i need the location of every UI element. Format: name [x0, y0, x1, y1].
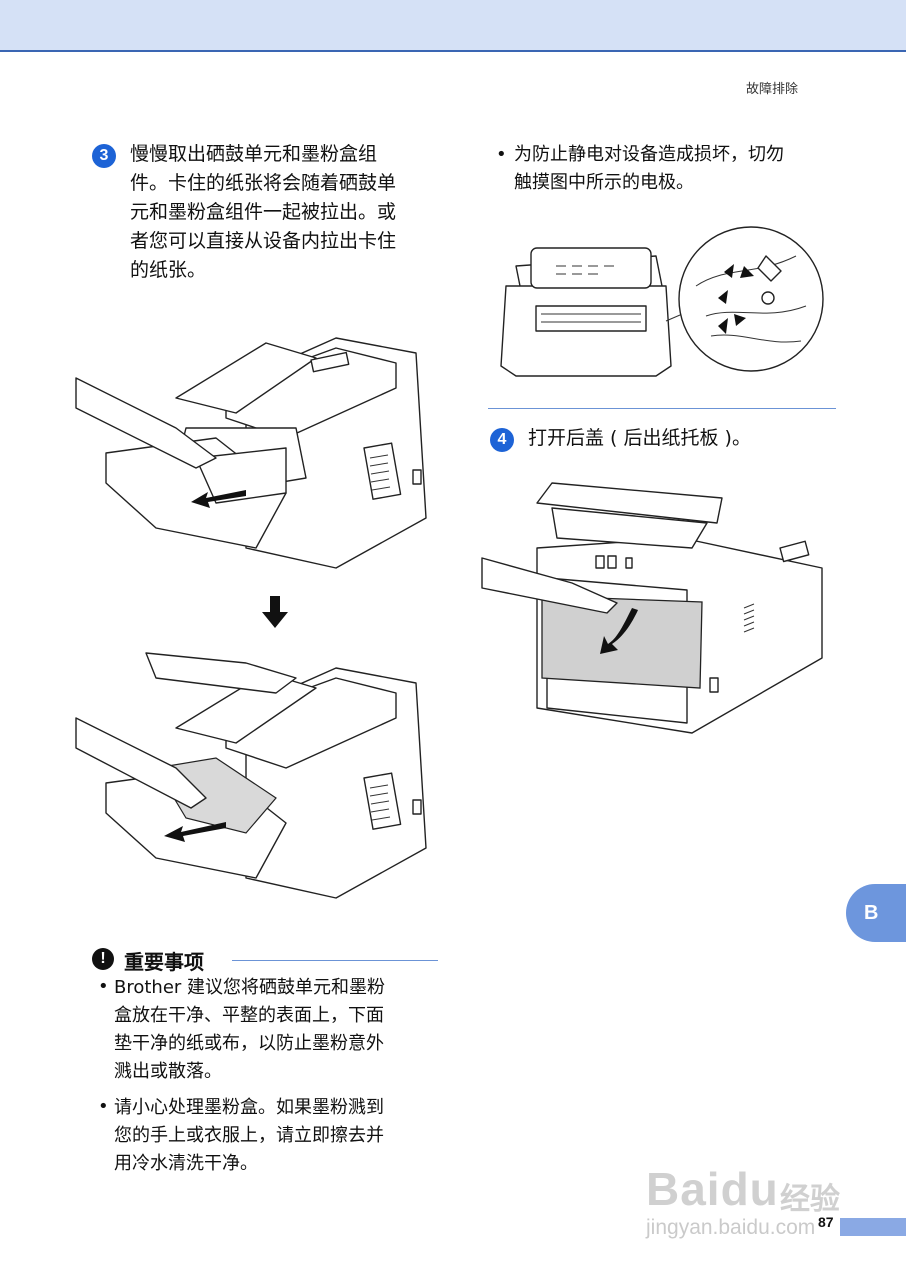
step-3-line: 的纸张。: [130, 259, 207, 281]
page-number: 87: [818, 1214, 834, 1230]
step-3-line: 元和墨粉盒组件一起被拉出。或: [130, 201, 397, 223]
important-line: Brother 建议您将硒鼓单元和墨粉: [114, 977, 386, 998]
step-3-line: 件。卡住的纸张将会随着硒鼓单: [130, 172, 397, 194]
down-arrow-icon: [262, 596, 288, 628]
drum-removal-illustration-1: [75, 337, 427, 569]
baidu-watermark: Baidu 经验 jingyan.baidu.com: [638, 1150, 878, 1260]
watermark-brand: Baidu: [646, 1163, 779, 1215]
important-line: 溅出或散落。: [114, 1061, 222, 1082]
header-band: [0, 0, 906, 52]
static-note-line: 触摸图中所示的电极。: [514, 172, 694, 193]
important-title: 重要事项: [124, 950, 204, 974]
important-item-1: Brother 建议您将硒鼓单元和墨粉 盒放在干净、平整的表面上，下面 垫干净的…: [114, 974, 385, 1086]
step-3-line: 者您可以直接从设备内拉出卡住: [130, 230, 397, 252]
step-4-badge: 4: [490, 428, 514, 452]
important-line: 您的手上或衣服上，请立即擦去并: [114, 1125, 384, 1146]
step-4-text: 打开后盖 ( 后出纸托板 )。: [528, 427, 751, 449]
footer-bar: [840, 1218, 906, 1236]
step-3-line: 慢慢取出硒鼓单元和墨粉盒组: [130, 143, 378, 165]
step-3-text: 慢慢取出硒鼓单元和墨粉盒组 件。卡住的纸张将会随着硒鼓单 元和墨粉盒组件一起被拉…: [130, 140, 396, 285]
bullet: •: [98, 1096, 109, 1117]
back-cover-illustration: [481, 482, 823, 734]
important-line: 盒放在干净、平整的表面上，下面: [114, 1005, 384, 1026]
electrodes-illustration: [500, 226, 824, 377]
step-divider: [488, 408, 836, 409]
static-note-line: 为防止静电对设备造成损坏，切勿: [514, 144, 784, 165]
step-3-badge: 3: [92, 144, 116, 168]
important-rule: [232, 960, 438, 961]
important-line: 垫干净的纸或布，以防止墨粉意外: [114, 1033, 384, 1054]
watermark-url: jingyan.baidu.com: [646, 1216, 816, 1239]
bullet: •: [496, 144, 507, 165]
appendix-tab: B: [846, 884, 906, 942]
bullet: •: [98, 976, 109, 997]
important-line: 请小心处理墨粉盒。如果墨粉溅到: [114, 1097, 384, 1118]
drum-removal-illustration-2: [75, 652, 427, 899]
important-item-2: 请小心处理墨粉盒。如果墨粉溅到 您的手上或衣服上，请立即擦去并 用冷水清洗干净。: [114, 1094, 384, 1178]
exclamation-circle-icon: !: [92, 948, 114, 970]
watermark-cn: 经验: [780, 1182, 840, 1217]
important-line: 用冷水清洗干净。: [114, 1153, 258, 1174]
section-title: 故障排除: [746, 82, 799, 97]
static-note: 为防止静电对设备造成损坏，切勿 触摸图中所示的电极。: [514, 141, 784, 197]
